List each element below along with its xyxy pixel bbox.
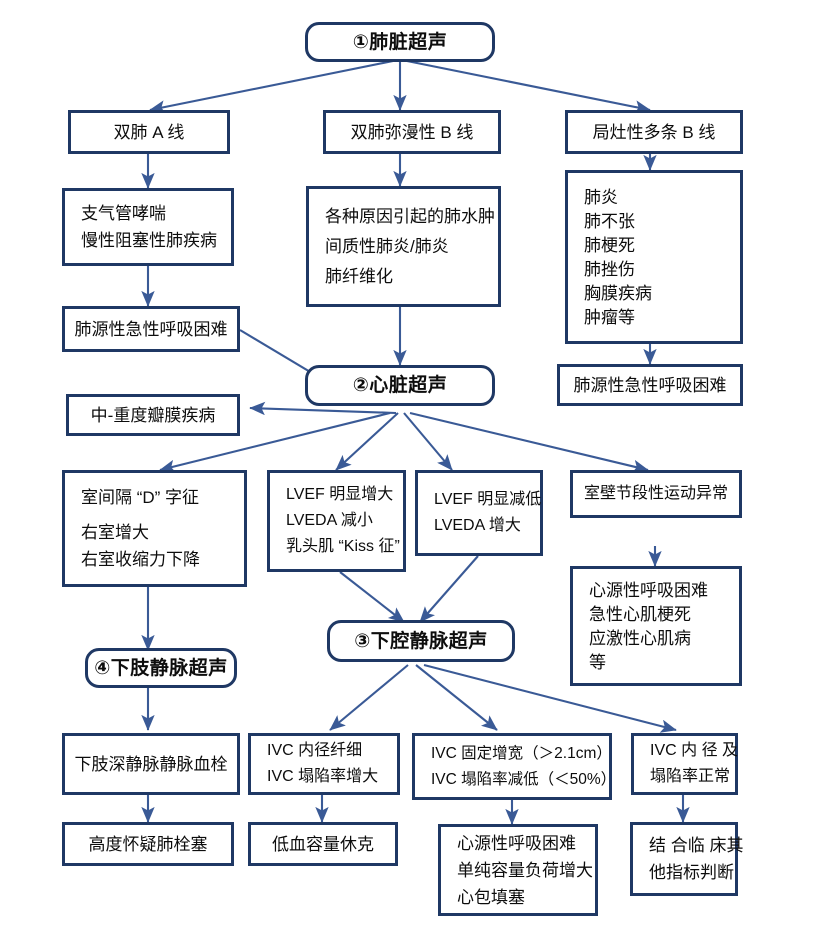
node-ivc-narrow-line-2: IVC 塌陷率增大: [267, 768, 379, 785]
node-lvef-increased-line-2: LVEDA 减小: [286, 512, 373, 529]
node-lung-ultrasound-label: ①肺脏超声: [352, 31, 448, 53]
node-a-lines[interactable]: 双肺 A 线: [68, 110, 230, 154]
node-lvef-increased[interactable]: LVEF 明显增大 LVEDA 减小 乳头肌 “Kiss 征”: [267, 470, 406, 572]
node-ivc-wide[interactable]: IVC 固定增宽（＞2.1cm） IVC 塌陷率减低（＜50%）: [412, 733, 616, 800]
node-a-lines-label: 双肺 A 线: [113, 122, 185, 142]
node-asthma-copd-line-1: 支气管哮喘: [81, 204, 166, 223]
node-asthma-copd[interactable]: 支气管哮喘 慢性阻塞性肺疾病: [62, 188, 234, 266]
node-focal-causes-line-5: 胸膜疾病: [584, 283, 652, 303]
node-pulmonary-dyspnea-right-label: 肺源性急性呼吸困难: [573, 375, 727, 395]
node-dvt-label: 下肢深静脉静脉血栓: [74, 754, 228, 774]
node-pulmonary-dyspnea-right[interactable]: 肺源性急性呼吸困难: [557, 364, 743, 406]
node-rv-findings-line-1: 室间隔 “D” 字征: [81, 488, 200, 507]
node-lvef-increased-line-1: LVEF 明显增大: [286, 486, 394, 503]
node-rv-findings[interactable]: 室间隔 “D” 字征 右室增大 右室收缩力下降: [62, 470, 247, 587]
node-cardiogenic-group-line-2: 单纯容量负荷增大: [457, 860, 593, 880]
node-cardiogenic-group-line-3: 心包填塞: [457, 887, 525, 907]
node-focal-causes-line-6: 肿瘤等: [584, 307, 635, 327]
node-clinical-judgement-line-1: 结 合临 床其: [649, 836, 744, 855]
node-b-lines-diffuse-label: 双肺弥漫性 B 线: [350, 122, 474, 142]
node-b-lines-diffuse[interactable]: 双肺弥漫性 B 线: [323, 110, 501, 154]
node-pulmonary-dyspnea-left-label: 肺源性急性呼吸困难: [74, 319, 228, 339]
node-b-lines-focal-label: 局灶性多条 B 线: [592, 122, 716, 142]
node-asthma-copd-line-2: 慢性阻塞性肺疾病: [81, 231, 217, 250]
node-rv-findings-line-3: 右室收缩力下降: [81, 550, 200, 569]
node-heart-ultrasound[interactable]: ②心脏超声: [305, 365, 495, 406]
node-focal-causes-line-1: 肺炎: [584, 187, 618, 207]
node-b-lines-focal[interactable]: 局灶性多条 B 线: [565, 110, 743, 154]
node-ivc-normal-line-1: IVC 内 径 及: [650, 742, 739, 759]
node-hypovolemic-shock[interactable]: 低血容量休克: [248, 822, 398, 866]
node-lvef-decreased[interactable]: LVEF 明显减低 LVEDA 增大: [415, 470, 543, 556]
node-leg-vein-ultrasound-label: ④下肢静脉超声: [94, 657, 228, 679]
node-cardiogenic-group-line-1: 心源性呼吸困难: [457, 833, 576, 853]
node-focal-causes-line-2: 肺不张: [584, 211, 635, 231]
node-leg-vein-ultrasound[interactable]: ④下肢静脉超声: [85, 648, 237, 688]
node-pulmonary-dyspnea-left[interactable]: 肺源性急性呼吸困难: [62, 306, 240, 352]
node-lung-ultrasound[interactable]: ①肺脏超声: [305, 22, 495, 62]
node-pulmonary-edema-line-1: 各种原因引起的肺水肿: [325, 207, 495, 226]
node-wall-motion-label: 室壁节段性运动异常: [583, 485, 728, 502]
node-cardiogenic-group[interactable]: 心源性呼吸困难 单纯容量负荷增大 心包填塞: [438, 824, 598, 916]
node-cardiac-causes-line-3: 应激性心肌病: [589, 628, 691, 648]
node-ivc-narrow-line-1: IVC 内径纤细: [267, 742, 363, 759]
node-clinical-judgement-line-2: 他指标判断: [649, 863, 734, 882]
node-ivc-ultrasound-label: ③下腔静脉超声: [354, 630, 488, 652]
node-valve-disease-label: 中-重度瓣膜疾病: [90, 405, 216, 425]
node-ivc-normal-line-2: 塌陷率正常: [650, 768, 731, 785]
node-cardiac-causes-line-4: 等: [589, 652, 606, 672]
node-lvef-decreased-line-1: LVEF 明显减低: [434, 491, 542, 508]
node-heart-ultrasound-label: ②心脏超声: [352, 375, 448, 396]
node-dvt[interactable]: 下肢深静脉静脉血栓: [62, 733, 240, 795]
node-pulmonary-edema-line-2: 间质性肺炎/肺炎: [325, 237, 449, 256]
node-cardiac-causes-line-1: 心源性呼吸困难: [589, 580, 708, 600]
node-ivc-wide-line-1: IVC 固定增宽（＞2.1cm）: [431, 745, 612, 762]
node-clinical-judgement[interactable]: 结 合临 床其 他指标判断: [630, 822, 743, 896]
node-focal-causes[interactable]: 肺炎 肺不张 肺梗死 肺挫伤 胸膜疾病 肿瘤等: [565, 170, 743, 344]
node-pulmonary-edema[interactable]: 各种原因引起的肺水肿 间质性肺炎/肺炎 肺纤维化: [306, 186, 501, 307]
node-pulmonary-edema-line-3: 肺纤维化: [325, 267, 393, 286]
node-ivc-narrow[interactable]: IVC 内径纤细 IVC 塌陷率增大: [248, 733, 400, 795]
node-ivc-normal[interactable]: IVC 内 径 及 塌陷率正常: [631, 733, 738, 795]
node-cardiac-causes[interactable]: 心源性呼吸困难 急性心肌梗死 应激性心肌病 等: [570, 566, 742, 686]
node-pe-suspected-label: 高度怀疑肺栓塞: [88, 834, 208, 854]
node-cardiac-causes-line-2: 急性心肌梗死: [589, 604, 691, 624]
node-pe-suspected[interactable]: 高度怀疑肺栓塞: [62, 822, 234, 866]
node-wall-motion[interactable]: 室壁节段性运动异常: [570, 470, 742, 518]
node-lvef-decreased-line-2: LVEDA 增大: [434, 517, 521, 534]
node-lvef-increased-line-3: 乳头肌 “Kiss 征”: [286, 538, 400, 555]
node-hypovolemic-shock-label: 低血容量休克: [272, 834, 374, 854]
node-rv-findings-line-2: 右室增大: [81, 523, 149, 542]
node-valve-disease[interactable]: 中-重度瓣膜疾病: [66, 394, 240, 436]
node-ivc-wide-line-2: IVC 塌陷率减低（＜50%）: [431, 770, 617, 788]
node-ivc-ultrasound[interactable]: ③下腔静脉超声: [327, 620, 515, 662]
node-focal-causes-line-4: 肺挫伤: [584, 259, 635, 279]
node-focal-causes-line-3: 肺梗死: [584, 235, 635, 255]
